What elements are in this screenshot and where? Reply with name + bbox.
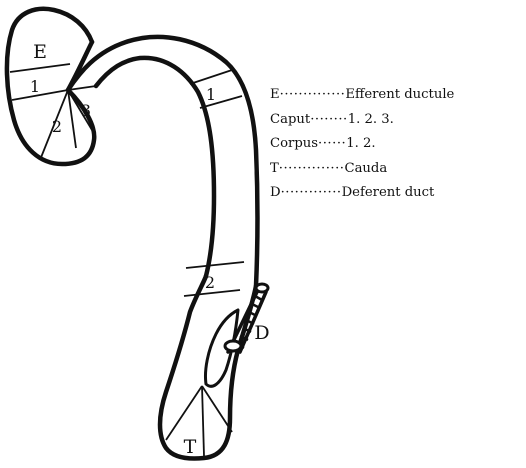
legend-leader: ········	[310, 112, 348, 127]
legend-row-corpus: Corpus······1. 2.	[270, 132, 454, 157]
cauda-outline	[160, 276, 256, 459]
segment-label-efferent: E	[33, 41, 47, 63]
duct-inner-wall	[96, 58, 214, 276]
segment-label-deferent: D	[254, 322, 269, 344]
duct-outer-wall	[68, 37, 258, 286]
legend-row-deferent: D·············Deferent duct	[270, 181, 454, 206]
caput-outline	[7, 9, 94, 164]
legend-leader: ··············	[279, 161, 345, 176]
legend-value: Deferent duct	[342, 185, 435, 200]
legend-leader: ··············	[280, 87, 346, 102]
legend-key: Corpus	[270, 136, 318, 151]
legend-key: Caput	[270, 112, 310, 127]
segment-label-corpus-2: 2	[205, 273, 215, 292]
legend-row-cauda: T··············Cauda	[270, 157, 454, 182]
deferent-duct-opening	[225, 341, 241, 351]
legend-value: Cauda	[344, 161, 387, 176]
legend-row-efferent: E··············Efferent ductule	[270, 83, 454, 108]
legend-value: Efferent ductule	[345, 87, 454, 102]
legend-leader: ······	[318, 136, 346, 151]
deferent-duct-end	[256, 284, 268, 292]
legend-value: 1. 2.	[346, 136, 375, 151]
segment-label-cauda: T	[184, 436, 197, 458]
legend-leader: ·············	[281, 185, 342, 200]
segment-label-caput-2: 2	[52, 117, 62, 136]
legend-key: E	[270, 87, 280, 102]
segment-label-caput-1: 1	[30, 77, 40, 96]
segment-label-corpus-1: 1	[206, 85, 216, 104]
legend-value: 1. 2. 3.	[348, 112, 394, 127]
legend-row-caput: Caput········1. 2. 3.	[270, 108, 454, 133]
legend-key: D	[270, 185, 281, 200]
legend-key: T	[270, 161, 279, 176]
segment-label-caput-3: 3	[81, 101, 91, 120]
legend: E··············Efferent ductule Caput···…	[270, 83, 454, 206]
